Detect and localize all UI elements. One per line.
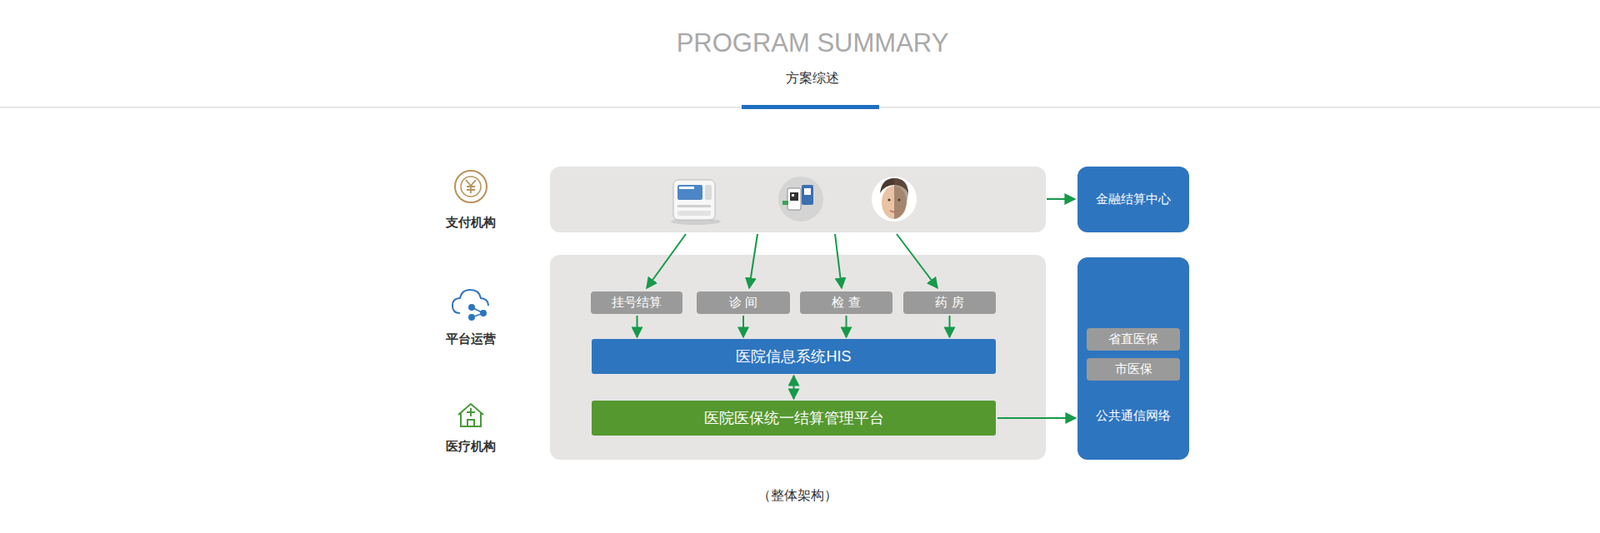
node-text: 挂号结算	[611, 295, 662, 311]
face-recognition-image	[871, 176, 917, 222]
row-label: 支付机构	[420, 215, 521, 231]
flow-arrow	[793, 375, 795, 400]
dept-box: 药 房	[903, 291, 996, 315]
node-text: 医院医保统一结算管理平台	[704, 408, 885, 429]
page-title: PROGRAM SUMMARY	[562, 28, 1063, 59]
network-panel: 公共通信网络省直医保市医保	[1077, 257, 1190, 460]
dept-box: 诊 间	[696, 291, 790, 315]
node-text: 医院信息系统HIS	[735, 346, 851, 367]
hospital-panel	[550, 255, 1046, 460]
flow-arrow	[636, 315, 639, 338]
dept-box: 检 查	[800, 291, 893, 315]
qr-payment-image	[778, 176, 824, 222]
row-label: 平台运营	[420, 331, 521, 348]
dept-box: 挂号结算	[590, 291, 683, 315]
hospital-icon	[458, 404, 484, 427]
flow-arrow	[949, 315, 951, 338]
payment-arrows	[646, 199, 1075, 289]
center-box: 金融结算中心	[1077, 166, 1190, 233]
platform-bar: 医院医保统一结算管理平台	[591, 400, 996, 436]
flow-arrow	[997, 417, 1076, 420]
row-label: 医疗机构	[420, 439, 521, 455]
node-text: 金融结算中心	[1095, 191, 1171, 208]
coin-icon	[455, 170, 487, 203]
figure-caption: （整体架构）	[672, 487, 923, 505]
insurance-box: 省直医保	[1086, 328, 1180, 351]
flow-arrow	[845, 315, 848, 338]
page-subtitle: 方案综述	[687, 70, 938, 88]
node-text: 市医保	[1115, 361, 1153, 378]
cloud-icon	[452, 290, 489, 320]
header-accent	[741, 105, 880, 110]
node-text: 药 房	[935, 295, 964, 311]
node-text: 省直医保	[1108, 331, 1159, 348]
pos-terminal	[670, 180, 721, 225]
insurance-box: 市医保	[1086, 358, 1180, 381]
node-text: 诊 间	[729, 295, 758, 311]
flow-arrow	[742, 315, 745, 338]
node-text: 检 查	[831, 295, 860, 311]
system-bar: 医院信息系统HIS	[591, 339, 996, 375]
payment-panel	[550, 166, 1046, 233]
node-text: 公共通信网络	[1077, 408, 1190, 425]
